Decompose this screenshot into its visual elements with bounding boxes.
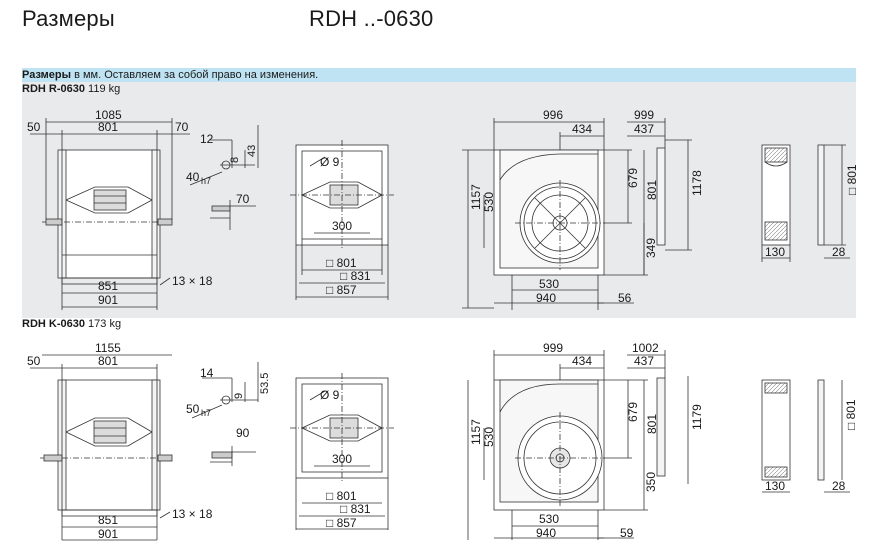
k-b-59: 59	[620, 526, 634, 540]
k-shaft-d: 50	[186, 402, 200, 416]
r-shaft-e: 70	[236, 192, 250, 206]
r-dim-overall: 1085	[95, 108, 122, 122]
k-dim-bottom-inner: 851	[98, 513, 118, 527]
dimensions-note: Размеры в мм. Оставляем за собой право н…	[22, 68, 856, 82]
r-end-130: 130	[765, 245, 785, 259]
k-front-view	[493, 379, 605, 511]
k-h-in: 530	[482, 427, 496, 447]
r-shaft-sub: h7	[201, 176, 211, 186]
r-flange-w: 300	[332, 219, 352, 233]
r-h-349: 349	[644, 238, 658, 258]
r-b-56: 56	[618, 291, 632, 305]
r-sq3: □ 857	[326, 283, 357, 297]
r-dim-hole: 13 × 18	[172, 274, 213, 288]
r-dim-bottom-inner: 851	[98, 279, 118, 293]
k-flange-w: 300	[332, 452, 352, 466]
k-top-w: 999	[543, 341, 563, 355]
r-h-total: 1157	[469, 184, 483, 210]
k-dim-inner: 801	[98, 354, 118, 368]
r-dim-inner: 801	[98, 120, 118, 134]
k-shaft-b: 9	[233, 393, 245, 399]
k-end-sq: □ 801	[844, 399, 858, 430]
r-side-w1: 999	[634, 108, 654, 122]
k-sq1: □ 801	[326, 489, 357, 503]
r-flange-dia: Ø 9	[320, 155, 340, 169]
note-text: в мм. Оставляем за собой право на измене…	[71, 69, 319, 81]
k-h-801: 801	[645, 414, 659, 434]
r-side-h: 1178	[690, 170, 704, 196]
r-b-940: 940	[536, 291, 556, 305]
note-bold: Размеры	[22, 69, 72, 81]
r-sq1: □ 801	[326, 256, 357, 270]
r-end-view	[761, 144, 825, 246]
k-shaft-sub: h7	[201, 408, 211, 418]
r-top-w: 996	[543, 108, 563, 122]
k-b-530: 530	[539, 512, 559, 526]
k-flange-view	[290, 373, 394, 483]
k-sq2: □ 831	[340, 502, 371, 516]
r-side-strip	[656, 147, 666, 246]
k-side-view	[40, 379, 173, 517]
k-shaft-c: 53.5	[259, 373, 271, 394]
k-dim-bottom-outer: 901	[98, 527, 118, 541]
r-dim-right: 70	[175, 120, 189, 134]
k-b-940: 940	[536, 526, 556, 540]
section-r-panel	[22, 82, 856, 318]
k-shaft-e: 90	[236, 426, 250, 440]
model-title: RDH ..-0630	[309, 6, 434, 31]
k-side-strip	[656, 377, 666, 477]
r-end-sq: □ 801	[845, 164, 859, 195]
k-end-28: 28	[832, 479, 846, 493]
r-sq2: □ 831	[340, 269, 371, 283]
r-side-view	[42, 149, 173, 285]
r-b-530: 530	[539, 277, 559, 291]
k-side-w1: 1002	[632, 341, 659, 355]
k-flange-dia: Ø 9	[320, 388, 340, 402]
k-h-total: 1157	[469, 419, 483, 445]
r-top-in: 434	[572, 122, 592, 136]
r-front-view	[493, 149, 605, 276]
section-k-label: RDH K-0630 173 kg	[22, 318, 122, 330]
r-h-in: 530	[482, 192, 496, 212]
k-side-w2: 437	[634, 354, 654, 368]
r-shaft-d: 40	[186, 170, 200, 184]
r-h-801: 801	[645, 180, 659, 200]
k-h-350: 350	[644, 472, 658, 492]
r-shaft-b: 8	[229, 157, 241, 163]
k-dim-left: 50	[27, 354, 41, 368]
r-shaft-c: 43	[246, 145, 258, 157]
k-end-view	[761, 379, 825, 481]
r-dim-left: 50	[27, 120, 41, 134]
r-flange-view	[290, 140, 394, 250]
section-r-label: RDH R-0630 119 kg	[22, 83, 121, 95]
k-top-in: 434	[572, 354, 592, 368]
r-dim-bottom-outer: 901	[98, 293, 118, 307]
k-h-679: 679	[626, 402, 640, 422]
k-side-h: 1179	[690, 404, 704, 430]
r-h-679: 679	[626, 168, 640, 188]
k-dim-hole: 13 × 18	[172, 507, 213, 521]
r-end-28: 28	[832, 245, 846, 259]
k-shaft-a: 14	[200, 366, 214, 380]
k-sq3: □ 857	[326, 516, 357, 530]
r-shaft-a: 12	[200, 132, 214, 146]
k-dim-overall: 1155	[95, 341, 121, 355]
r-side-w2: 437	[634, 122, 654, 136]
page-title: Размеры	[22, 6, 115, 31]
k-end-130: 130	[765, 479, 785, 493]
